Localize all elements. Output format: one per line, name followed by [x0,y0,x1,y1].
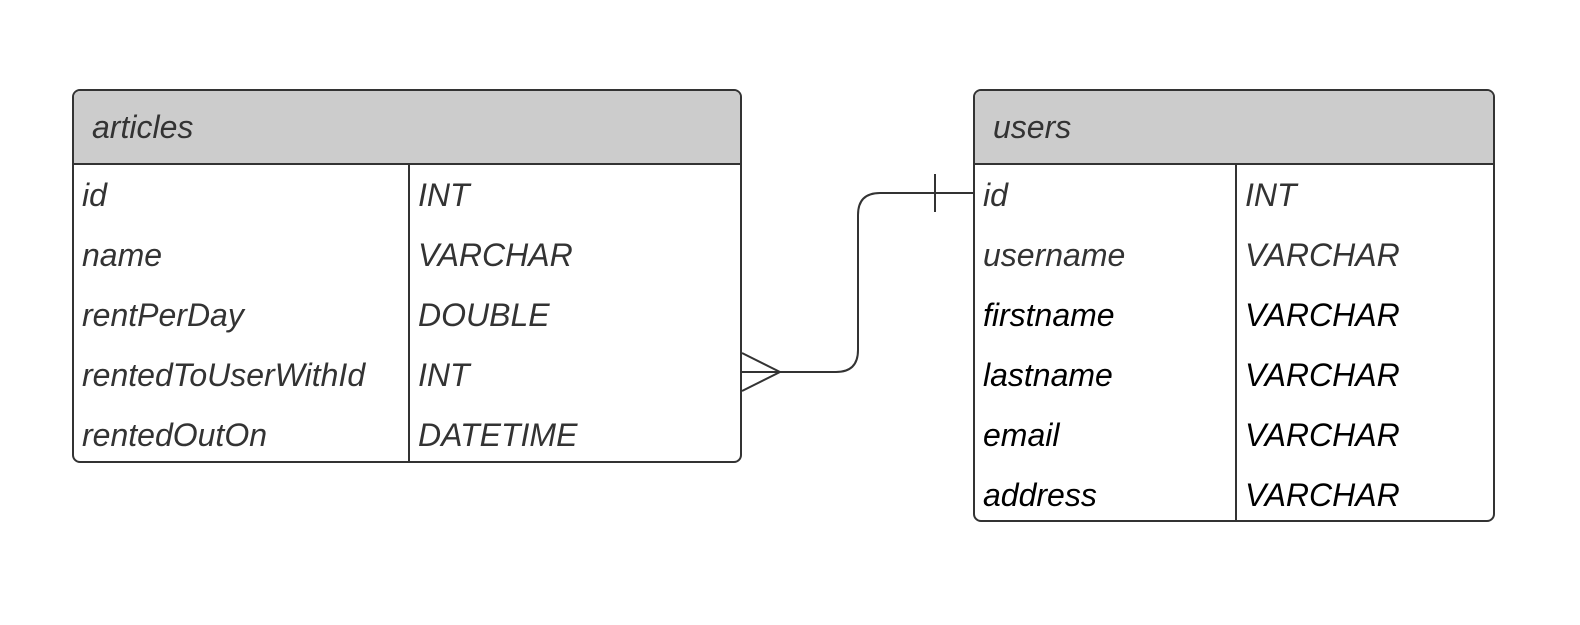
field-name: firstname [983,296,1115,333]
field-name: id [82,176,107,213]
field-type: INT [418,176,470,213]
field-row[interactable]: rentedOutOn DATETIME [74,405,740,461]
field-row[interactable]: address VARCHAR [975,465,1493,520]
entity-articles-title: articles [92,108,194,145]
field-name: name [82,236,163,273]
field-row[interactable]: id INT [975,165,1493,225]
field-type: VARCHAR [1245,356,1400,393]
entity-users[interactable]: users id INT username VARCHAR firstname … [973,89,1495,522]
entity-articles-header[interactable]: articles [74,91,740,165]
entity-users-title: users [993,108,1072,145]
field-type: INT [418,356,470,393]
field-type: VARCHAR [1245,296,1400,333]
column-divider [408,165,410,461]
field-name: address [983,476,1097,513]
field-type: VARCHAR [1245,236,1400,273]
entity-articles[interactable]: articles id INT name VARCHAR rentPerDay … [72,89,742,463]
field-type: VARCHAR [418,236,573,273]
field-type: VARCHAR [1245,416,1400,453]
entity-articles-body: id INT name VARCHAR rentPerDay DOUBLE re… [74,165,740,461]
field-name: id [983,176,1008,213]
field-row[interactable]: name VARCHAR [74,225,740,285]
field-name: lastname [983,356,1113,393]
field-name: rentedToUserWithId [82,356,366,393]
entity-users-body: id INT username VARCHAR firstname VARCHA… [975,165,1493,520]
field-row[interactable]: id INT [74,165,740,225]
field-name: email [983,416,1060,453]
field-name: rentPerDay [82,296,244,333]
field-name: rentedOutOn [82,416,267,453]
entity-users-header[interactable]: users [975,91,1493,165]
field-type: INT [1245,176,1297,213]
crows-foot-upper-prong [741,352,781,373]
column-divider [1235,165,1237,520]
field-type: VARCHAR [1245,476,1400,513]
field-row[interactable]: email VARCHAR [975,405,1493,465]
relationship-line[interactable] [742,192,973,373]
crows-foot-lower-prong [741,371,781,392]
field-row[interactable]: rentPerDay DOUBLE [74,285,740,345]
field-type: DATETIME [418,416,578,453]
field-type: DOUBLE [418,296,550,333]
field-row[interactable]: username VARCHAR [975,225,1493,285]
field-row[interactable]: lastname VARCHAR [975,345,1493,405]
field-name: username [983,236,1126,273]
field-row[interactable]: rentedToUserWithId INT [74,345,740,405]
field-row[interactable]: firstname VARCHAR [975,285,1493,345]
